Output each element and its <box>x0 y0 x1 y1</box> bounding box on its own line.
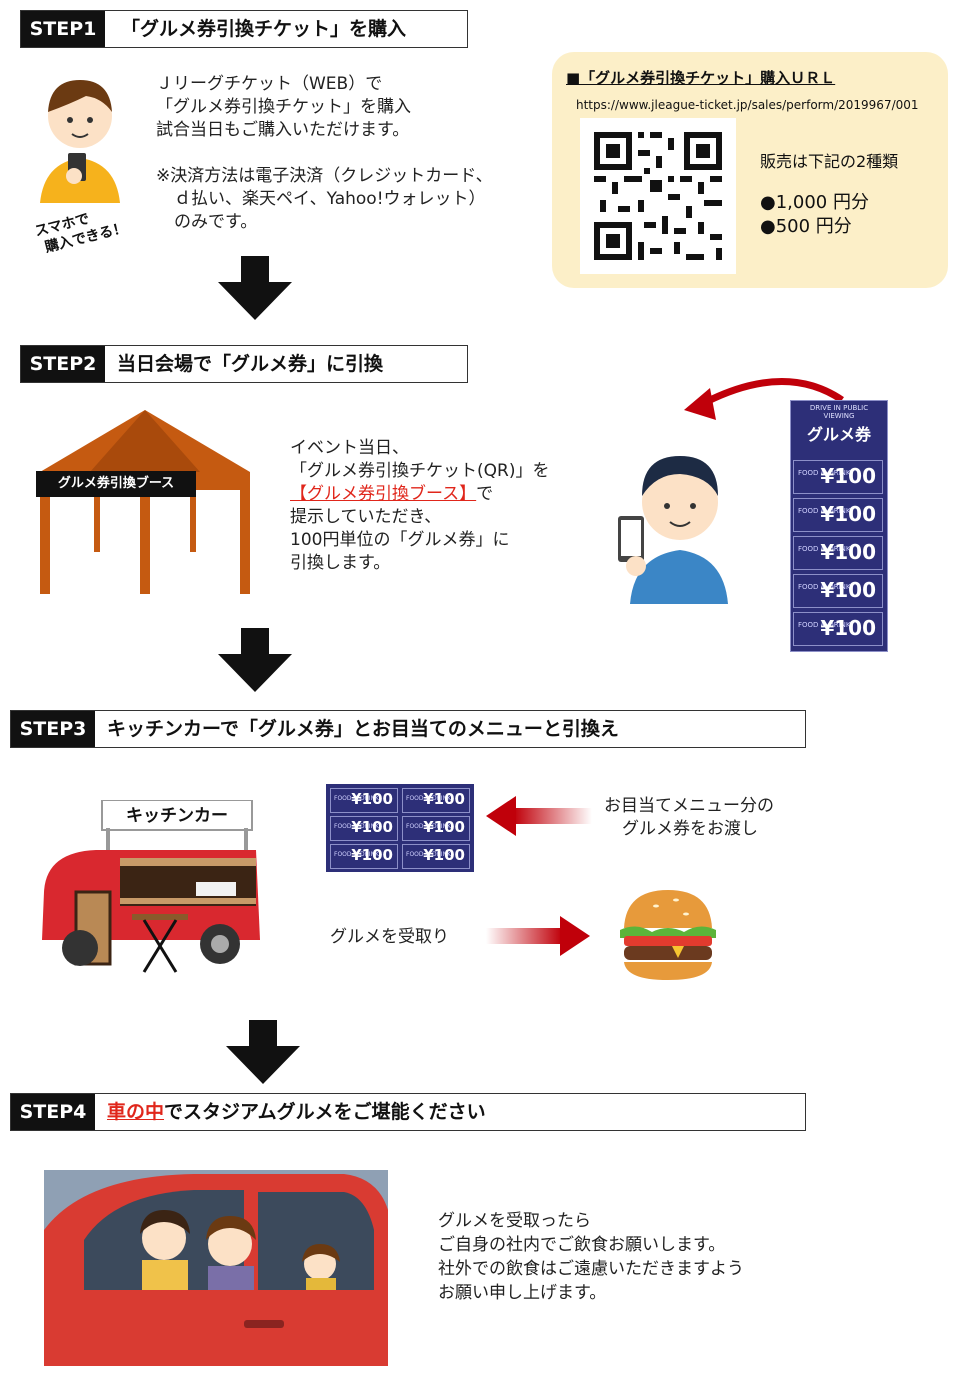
step1-line3: 試合当日もご購入いただけます。 <box>156 120 410 140</box>
sale-item-1000: ●1,000 円分 <box>760 192 869 213</box>
step4-line2: ご自身の社内でご飲食お願いします。 <box>438 1235 726 1255</box>
ticket-value: ¥100 <box>351 790 393 808</box>
step3-title: キッチンカーで「グルメ券」とお目当てのメニューと引換え <box>107 718 619 740</box>
down-arrow-icon <box>218 256 292 320</box>
ticket-header: グルメ券 <box>806 425 871 444</box>
step4-title: 車の中でスタジアムグルメをご堪能ください <box>107 1094 486 1130</box>
step2-line2: 「グルメ券引換チケット(QR)」を <box>290 461 550 481</box>
step2-header: STEP2 当日会場で「グルメ券」に引換 <box>20 345 468 383</box>
ticket-food-label: FOOD & DRINK <box>798 545 851 553</box>
qr-code-icon <box>594 132 722 260</box>
step4-title-rest: でスタジアムグルメをご堪能ください <box>164 1101 486 1123</box>
sale-note: 販売は下記の2種類 <box>760 152 899 171</box>
step4-line4: お願い申し上げます。 <box>438 1283 607 1303</box>
ticket-value: ¥100 <box>351 846 393 864</box>
ticket-value: ¥100 <box>820 578 876 602</box>
step3-tag: STEP3 <box>11 711 95 747</box>
step2-particle: で <box>476 484 494 504</box>
ticket-cell: FOOD & DRINK¥100 <box>793 536 883 570</box>
ticket-header-small: DRIVE IN PUBLIC VIEWING <box>809 404 869 420</box>
step1-line5: ｄ払い、楽天ペイ、Yahoo!ウォレット） <box>174 189 486 209</box>
qr-code[interactable] <box>580 118 736 274</box>
step1-line1: Ｊリーグチケット（WEB）で <box>156 74 383 94</box>
ticket-food-label: FOOD & DRINK <box>798 583 851 591</box>
ticket-value: ¥100 <box>820 616 876 640</box>
step1-line4: ※決済方法は電子決済（クレジットカード、 <box>156 166 493 186</box>
step1-line2: 「グルメ券引換チケット」を購入 <box>156 97 411 117</box>
ticket-food-label: FOOD & DRINK <box>334 851 379 858</box>
ticket-cell: FOOD & DRINK¥100 <box>793 574 883 608</box>
step2-line1: イベント当日、 <box>290 438 409 458</box>
small-ticket: FOOD & DRINK¥100 <box>402 844 470 869</box>
curved-red-arrow-icon <box>684 378 844 420</box>
booth-name-highlight: 【グルメ券引換ブース】 <box>290 484 477 504</box>
ticket-food-label: FOOD & DRINK <box>406 823 451 830</box>
step4-tag: STEP4 <box>11 1094 95 1130</box>
kitchen-car-illustration <box>42 800 260 973</box>
small-ticket: FOOD & DRINK¥100 <box>330 788 398 813</box>
family-in-car-illustration <box>44 1170 388 1366</box>
down-arrow-icon <box>226 1020 300 1084</box>
ticket-cell: FOOD & DRINK¥100 <box>793 612 883 646</box>
down-arrow-icon <box>218 628 292 692</box>
left-red-arrow-icon <box>486 796 592 836</box>
kitchen-car-label: キッチンカー <box>126 806 228 826</box>
ticket-food-label: FOOD & DRINK <box>798 621 851 629</box>
sale-item-500: ●500 円分 <box>760 216 852 237</box>
booth-tent-illustration <box>40 410 250 594</box>
step2-title: 当日会場で「グルメ券」に引換 <box>117 353 384 375</box>
step2-line5: 100円単位の「グルメ券」に <box>290 530 510 550</box>
ticket-food-label: FOOD & DRINK <box>334 823 379 830</box>
step2-tag: STEP2 <box>21 346 105 382</box>
receive-label: グルメを受取り <box>330 927 449 947</box>
step2-line4: 提示していただき、 <box>290 507 442 527</box>
step3-header: STEP3 キッチンカーで「グルメ券」とお目当てのメニューと引換え <box>10 710 806 748</box>
hand-over-line1: お目当てメニュー分の <box>604 796 774 816</box>
boy-with-phone-illustration <box>40 80 120 203</box>
step1-tag: STEP1 <box>21 11 105 47</box>
ticket-food-label: FOOD & DRINK <box>406 795 451 802</box>
smartphone-badge: スマホで 購入できる！ <box>33 202 129 259</box>
ticket-food-label: FOOD & DRINK <box>798 469 851 477</box>
ticket-cell: FOOD & DRINK¥100 <box>793 498 883 532</box>
step1-title: 「グルメ券引換チケット」を購入 <box>121 18 407 40</box>
ticket-cell: FOOD & DRINK¥100 <box>793 460 883 494</box>
ticket-value: ¥100 <box>423 790 465 808</box>
ticket-value: ¥100 <box>820 502 876 526</box>
purchase-url-heading: ■「グルメ券引換チケット」購入ＵＲＬ <box>566 69 836 87</box>
ticket-value: ¥100 <box>423 818 465 836</box>
small-ticket: FOOD & DRINK¥100 <box>330 816 398 841</box>
step4-line3: 社外での飲食はご遠慮いただきますよう <box>438 1259 744 1279</box>
small-ticket: FOOD & DRINK¥100 <box>402 816 470 841</box>
ticket-value: ¥100 <box>351 818 393 836</box>
step4-line1: グルメを受取ったら <box>438 1211 591 1231</box>
ticket-food-label: FOOD & DRINK <box>334 795 379 802</box>
ticket-food-label: FOOD & DRINK <box>406 851 451 858</box>
hand-over-line2: グルメ券をお渡し <box>622 819 758 839</box>
step1-line6: のみです。 <box>174 212 258 232</box>
man-with-phone-illustration <box>618 456 728 604</box>
ticket-food-label: FOOD & DRINK <box>798 507 851 515</box>
purchase-url-link[interactable]: https://www.jleague-ticket.jp/sales/perf… <box>576 98 919 112</box>
step2-line3: 【グルメ券引換ブース】で <box>290 483 493 506</box>
booth-label: グルメ券引換ブース <box>36 471 196 497</box>
ticket-value: ¥100 <box>423 846 465 864</box>
step1-header: STEP1 「グルメ券引換チケット」を購入 <box>20 10 468 48</box>
ticket-value: ¥100 <box>820 540 876 564</box>
right-red-arrow-icon <box>486 916 590 956</box>
step4-title-highlight: 車の中 <box>107 1101 165 1123</box>
step4-header: STEP4 車の中でスタジアムグルメをご堪能ください <box>10 1093 806 1131</box>
small-ticket: FOOD & DRINK¥100 <box>402 788 470 813</box>
small-ticket: FOOD & DRINK¥100 <box>330 844 398 869</box>
ticket-value: ¥100 <box>820 464 876 488</box>
hamburger-icon <box>620 890 716 980</box>
step2-line6: 引換します。 <box>290 553 391 573</box>
